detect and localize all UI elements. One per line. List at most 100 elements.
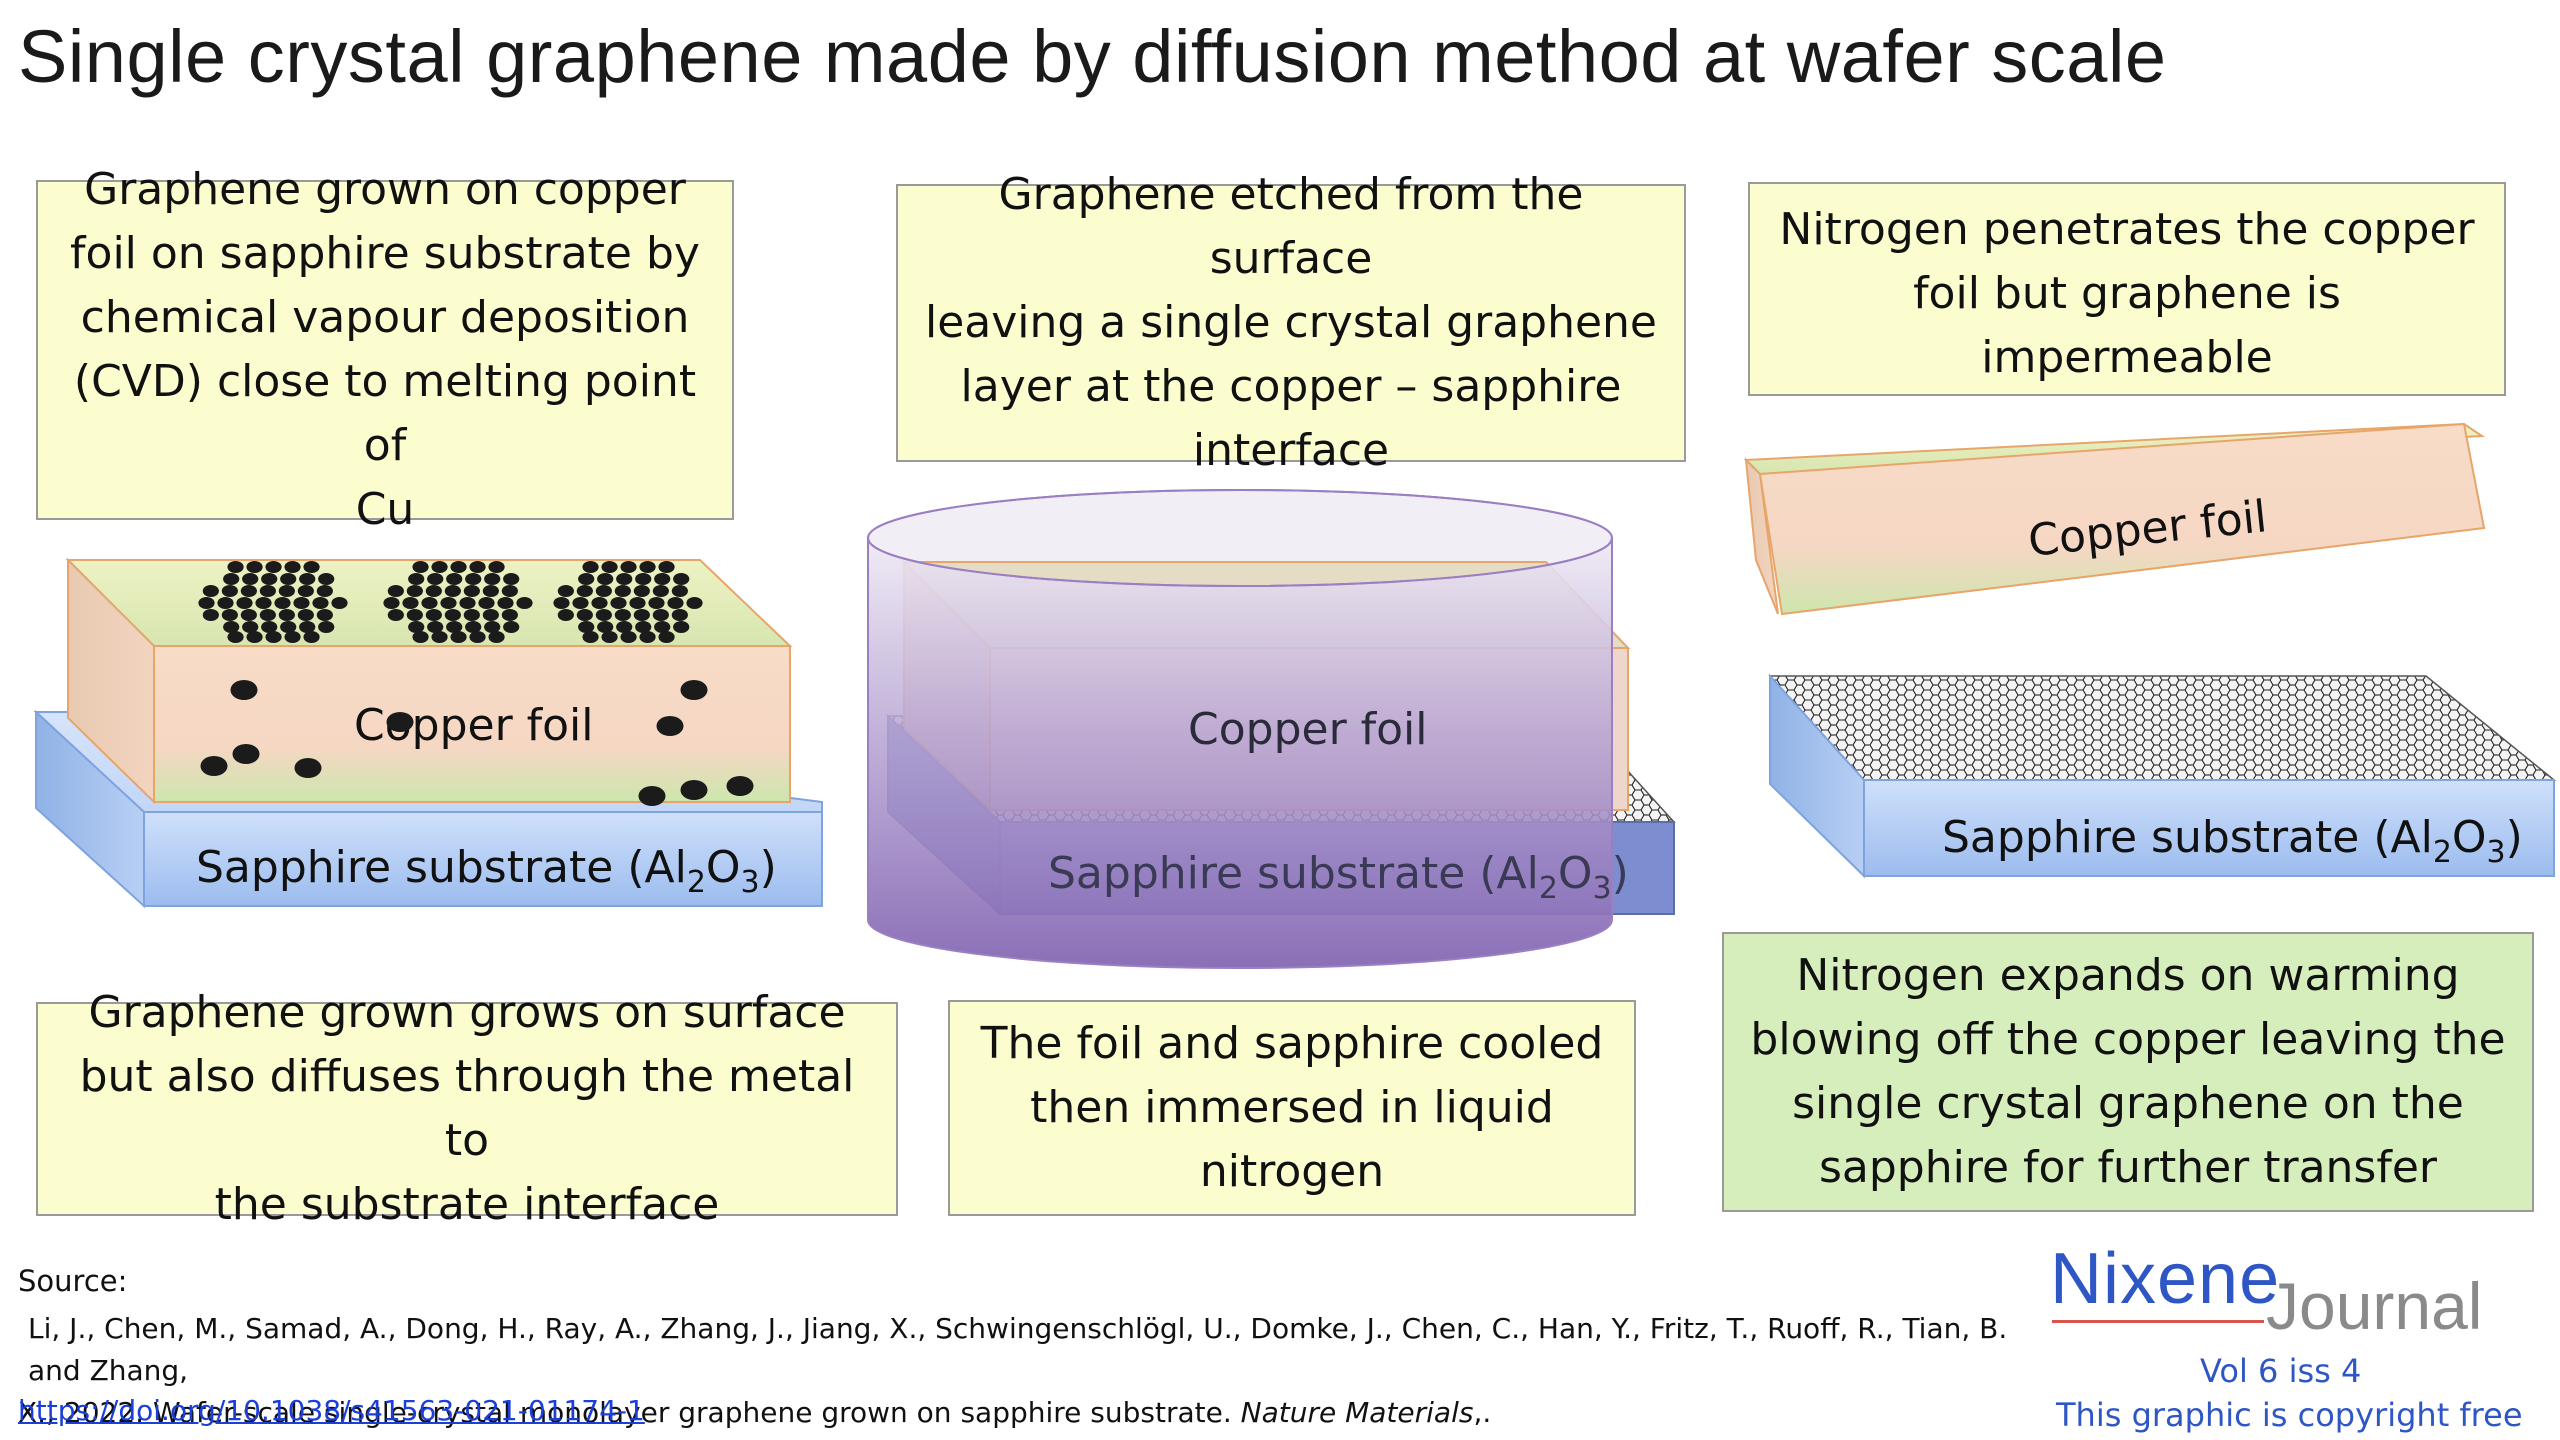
step-4-text: The foil and sapphire cooled then immers… — [980, 1018, 1604, 1197]
logo-brand: Nixene — [2050, 1239, 2281, 1319]
carbon-atom-dot — [297, 585, 314, 597]
carbon-atom-dot — [221, 585, 238, 597]
graphene-layer — [1768, 675, 2557, 781]
carbon-atom-dot — [261, 621, 278, 633]
carbon-atom-dot — [671, 609, 688, 621]
carbon-atom-dot — [582, 631, 599, 643]
carbon-atom-dot — [259, 585, 276, 597]
volume-label: Vol 6 iss 4 — [2200, 1352, 2362, 1390]
carbon-atom-dot — [497, 597, 514, 609]
carbon-atom-dot — [278, 585, 295, 597]
carbon-atom-dot — [318, 573, 335, 585]
carbon-atom-dot — [638, 786, 666, 806]
carbon-atom-dot — [673, 573, 690, 585]
carbon-atom-dot — [597, 621, 614, 633]
carbon-atom-dot — [246, 561, 263, 573]
carbon-atom-dot — [440, 597, 457, 609]
carbon-atom-dot — [316, 609, 333, 621]
carbon-atom-dot — [202, 609, 219, 621]
carbon-atom-dot — [463, 585, 480, 597]
carbon-atom-dot — [484, 621, 501, 633]
doi-link[interactable]: https://doi.org/10.1038/s41563-021-01174… — [18, 1394, 645, 1427]
carbon-atom-dot — [293, 597, 310, 609]
carbon-atom-dot — [557, 609, 574, 621]
carbon-atom-dot — [242, 621, 259, 633]
carbon-atom-dot — [402, 597, 419, 609]
carbon-atom-dot — [274, 597, 291, 609]
carbon-atom-dot — [654, 621, 671, 633]
step-6-box: Nitrogen expands on warming blowing off … — [1722, 932, 2534, 1212]
carbon-atom-dot — [246, 631, 263, 643]
carbon-atom-dot — [620, 561, 637, 573]
carbon-atom-dot — [576, 585, 593, 597]
carbon-atom-dot — [465, 573, 482, 585]
carbon-atom-dot — [450, 561, 467, 573]
carbon-atom-dot — [316, 585, 333, 597]
step-5-box: Nitrogen penetrates the copper foil but … — [1748, 182, 2506, 396]
carbon-atom-dot — [488, 631, 505, 643]
carbon-atom-dot — [595, 585, 612, 597]
carbon-atom-dot — [673, 621, 690, 633]
carbon-atom-dot — [503, 573, 520, 585]
carbon-atom-dot — [595, 609, 612, 621]
step-3-text: Graphene etched from the surface leaving… — [924, 169, 1657, 476]
carbon-atom-dot — [667, 597, 684, 609]
carbon-atom-dot — [297, 609, 314, 621]
step-6-text: Nitrogen expands on warming blowing off … — [1750, 950, 2506, 1193]
copyright-notice: This graphic is copyright free — [2056, 1396, 2523, 1434]
carbon-atom-dot — [635, 621, 652, 633]
carbon-atom-dot — [591, 597, 608, 609]
carbon-atom-dot — [227, 631, 244, 643]
carbon-atom-dot — [406, 585, 423, 597]
carbon-atom-dot — [639, 631, 656, 643]
carbon-atom-dot — [431, 631, 448, 643]
carbon-atom-dot — [488, 561, 505, 573]
step-3-box: Graphene etched from the surface leaving… — [896, 169, 1686, 476]
carbon-atom-dot — [620, 631, 637, 643]
carbon-atom-dot — [221, 609, 238, 621]
carbon-atom-dot — [230, 680, 258, 700]
carbon-atom-dot — [223, 573, 240, 585]
carbon-atom-dot — [294, 758, 322, 778]
carbon-atom-dot — [227, 561, 244, 573]
carbon-atom-dot — [614, 609, 631, 621]
carbon-atom-dot — [629, 597, 646, 609]
carbon-atom-dot — [516, 597, 533, 609]
nitrogen-bath-top — [867, 489, 1613, 587]
carbon-atom-dot — [633, 585, 650, 597]
carbon-atom-dot — [240, 585, 257, 597]
carbon-atom-dot — [450, 631, 467, 643]
carbon-atom-dot — [501, 585, 518, 597]
step-5-text: Nitrogen penetrates the copper foil but … — [1779, 204, 2475, 383]
carbon-atom-dot — [200, 756, 228, 776]
step-1-text: Graphene grown on copper foil on sapphir… — [70, 164, 700, 535]
carbon-atom-dot — [386, 712, 414, 732]
carbon-atom-dot — [444, 609, 461, 621]
carbon-atom-dot — [331, 597, 348, 609]
step-2-text: Graphene grown grows on surface but also… — [79, 987, 855, 1230]
carbon-atom-dot — [265, 561, 282, 573]
diagram-2: Copper foil Sapphire substrate (Al2O3) — [867, 489, 1676, 969]
carbon-atom-dot — [576, 609, 593, 621]
carbon-atom-dot — [459, 597, 476, 609]
process-diagram: Sapphire substrate (Al2O3) Copper foil C… — [33, 422, 2557, 969]
sapphire-front-face-3 — [1863, 779, 2555, 877]
carbon-atom-dot — [280, 573, 297, 585]
carbon-atom-dot — [578, 621, 595, 633]
carbon-atom-dot — [446, 621, 463, 633]
carbon-atom-dot — [232, 744, 260, 764]
carbon-atom-dot — [425, 609, 442, 621]
carbon-atom-dot — [383, 597, 400, 609]
carbon-atom-dot — [261, 573, 278, 585]
carbon-atom-dot — [578, 573, 595, 585]
source-label: Source: — [18, 1264, 128, 1298]
copper-label-2: Copper foil — [1188, 704, 1428, 755]
carbon-atom-dot — [658, 631, 675, 643]
carbon-atom-dot — [482, 585, 499, 597]
carbon-atom-dot — [582, 561, 599, 573]
carbon-atom-dot — [478, 597, 495, 609]
carbon-atoms-group — [198, 561, 754, 806]
carbon-atom-dot — [408, 573, 425, 585]
carbon-atom-dot — [601, 631, 618, 643]
carbon-atom-dot — [501, 609, 518, 621]
